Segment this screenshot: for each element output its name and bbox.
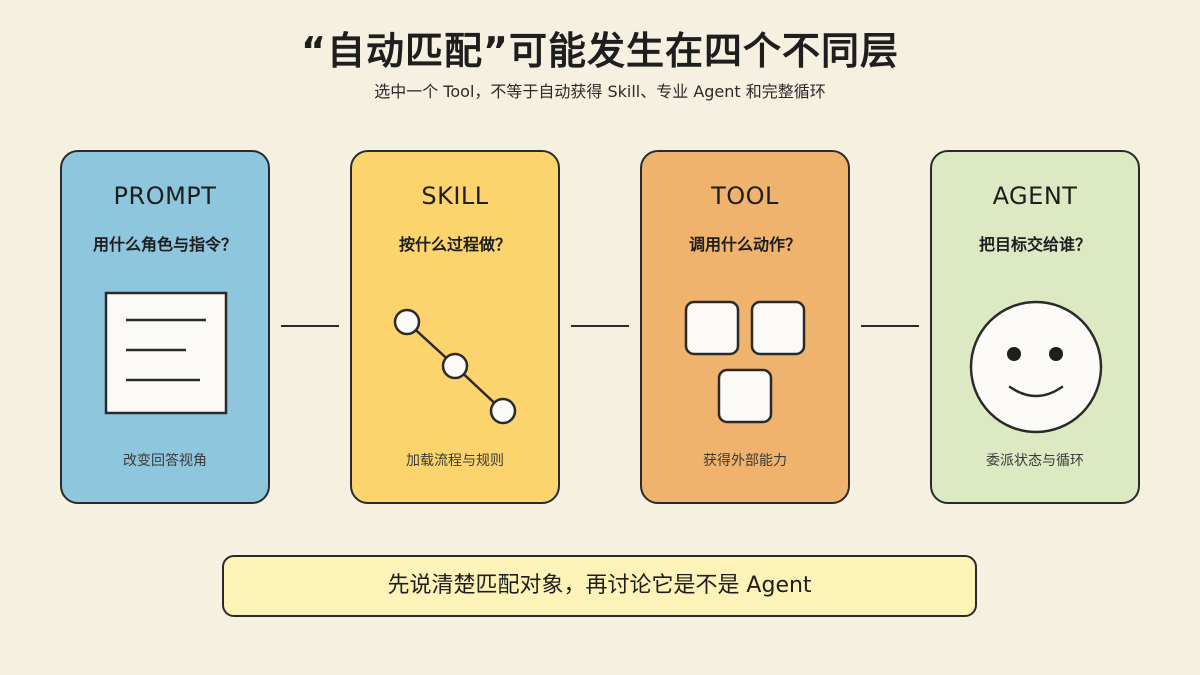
card-caption: 加载流程与规则: [406, 453, 504, 469]
card-caption: 获得外部能力: [703, 453, 787, 469]
connector-line: [281, 325, 339, 327]
page-title: “自动匹配”可能发生在四个不同层: [301, 29, 899, 73]
card-question: 用什么角色与指令？: [92, 235, 237, 254]
card-caption: 改变回答视角: [123, 453, 207, 469]
card-question: 调用什么动作？: [688, 235, 801, 254]
card-title: SKILL: [421, 182, 489, 210]
card-title: AGENT: [992, 182, 1078, 210]
card-title: TOOL: [711, 182, 779, 210]
summary-banner: 先说清楚匹配对象，再讨论它是不是 Agent: [222, 555, 977, 617]
card-question: 把目标交给谁？: [978, 235, 1091, 254]
card-question: 按什么过程做？: [398, 235, 511, 254]
page-subtitle: 选中一个 Tool，不等于自动获得 Skill、专业 Agent 和完整循环: [374, 82, 826, 101]
card-prompt: PROMPT 用什么角色与指令？ 改变回答视角: [60, 150, 270, 504]
smiley-face-icon: [969, 300, 1103, 434]
card-caption: 委派状态与循环: [986, 453, 1084, 469]
card-title: PROMPT: [113, 182, 217, 210]
card-agent: AGENT 把目标交给谁？ 委派状态与循环: [930, 150, 1140, 504]
connector-line: [571, 325, 629, 327]
document-icon: [104, 291, 228, 415]
tool-blocks-icon: [684, 300, 806, 424]
connector-line: [861, 325, 919, 327]
card-skill: SKILL 按什么过程做？ 加载流程与规则: [350, 150, 560, 504]
card-tool: TOOL 调用什么动作？ 获得外部能力: [640, 150, 850, 504]
process-flow-icon: [393, 308, 517, 425]
